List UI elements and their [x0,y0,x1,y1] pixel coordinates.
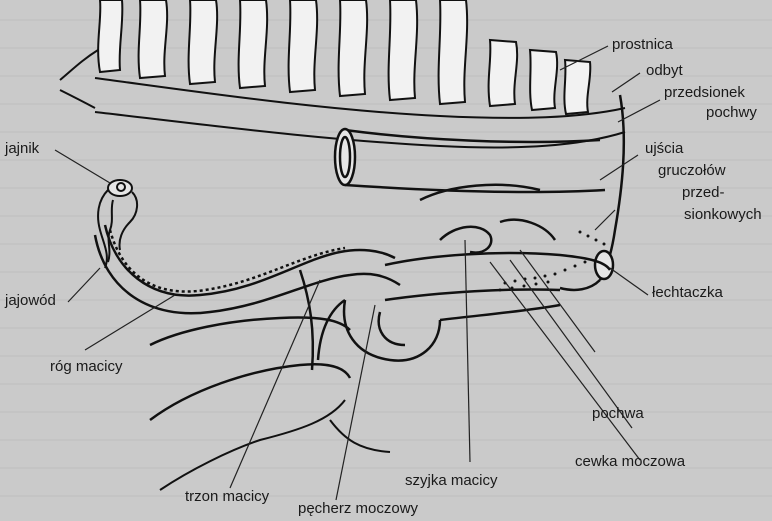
label-ujscia-line2: gruczołów [658,162,726,180]
label-jajnik: jajnik [5,140,39,158]
label-odbyt: odbyt [646,62,683,80]
label-ujscia-line3: przed- [682,184,725,202]
label-pecherz-moczowy: pęcherz moczowy [298,500,418,518]
label-prostnica: prostnica [612,36,673,54]
label-pochwa: pochwa [592,405,644,423]
label-lechtaczka: łechtaczka [652,284,723,302]
label-cewka-moczowa: cewka moczowa [575,453,685,471]
label-ujscia-line1: ujścia [645,140,683,158]
label-przedsionek-pochwy-line2: pochwy [706,104,757,122]
label-trzon-macicy: trzon macicy [185,488,269,506]
label-rog-macicy: róg macicy [50,358,123,376]
label-jajowod: jajowód [5,292,56,310]
label-szyjka-macicy: szyjka macicy [405,472,498,490]
label-ujscia-line4: sionkowych [684,206,762,224]
label-przedsionek-pochwy-line1: przedsionek [664,84,745,102]
